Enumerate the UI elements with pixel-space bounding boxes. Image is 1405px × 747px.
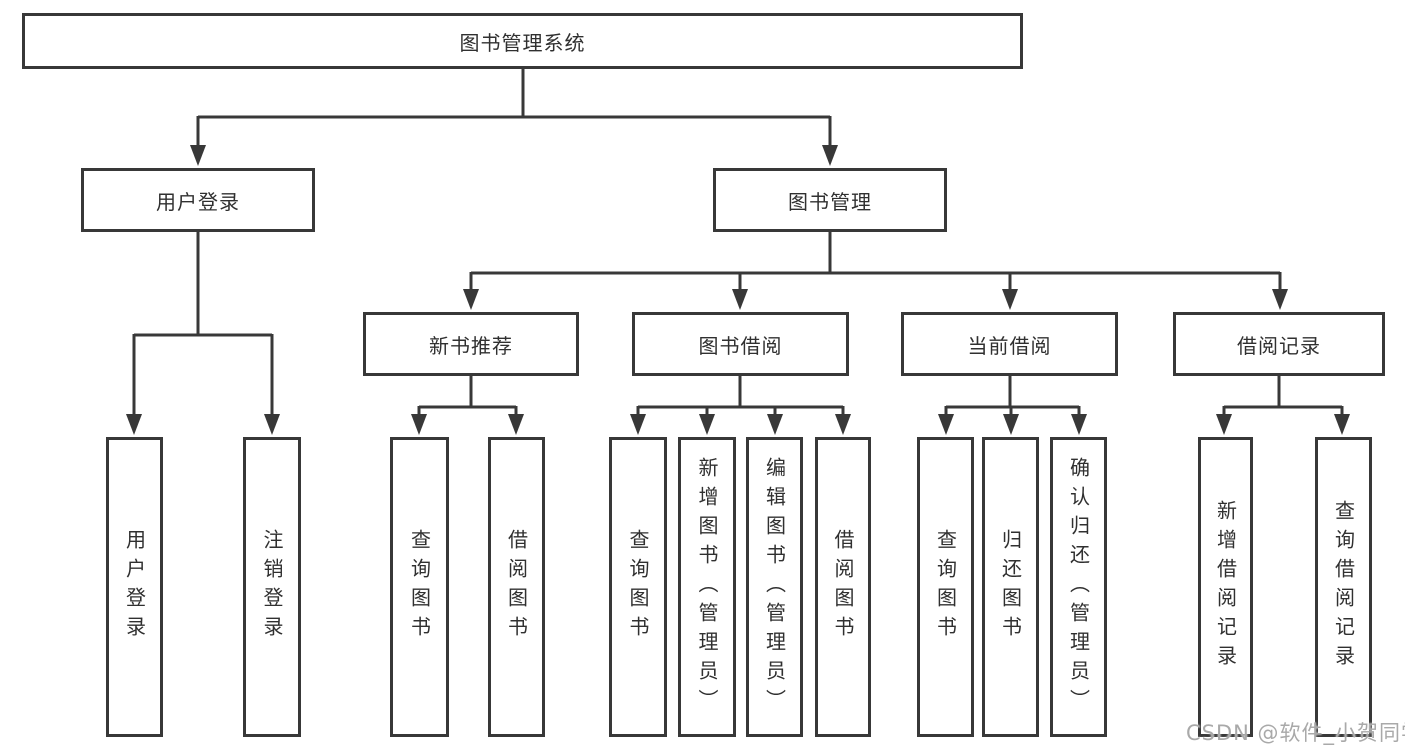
leaf-label: 注销登录	[260, 529, 284, 645]
leaf-logout: 注销登录	[243, 437, 301, 737]
leaf-label: 查询图书	[626, 529, 650, 645]
leaf-label: 查询借阅记录	[1331, 500, 1356, 674]
leaf-label: 新增图书（管理员）	[695, 456, 719, 718]
leaf-label: 借阅图书	[831, 529, 855, 645]
node-current-borrowing: 当前借阅	[901, 312, 1118, 376]
leaf-add-books-admin: 新增图书（管理员）	[678, 437, 736, 737]
leaf-label: 确认归还（管理员）	[1066, 456, 1091, 718]
arrowhead-icons	[126, 145, 1350, 435]
node-label: 借阅记录	[1237, 333, 1321, 358]
node-label: 图书管理系统	[459, 30, 586, 55]
leaf-return-books: 归还图书	[982, 437, 1039, 737]
leaf-label: 新增借阅记录	[1213, 500, 1238, 674]
leaf-query-books-borrowing: 查询图书	[609, 437, 667, 737]
node-borrowing-records: 借阅记录	[1173, 312, 1385, 376]
leaf-label: 编辑图书（管理员）	[762, 456, 787, 718]
leaf-query-books-current: 查询图书	[917, 437, 974, 737]
csdn-watermark: CSDN @软件_小贺同学	[1186, 721, 1405, 745]
node-user-login-group: 用户登录	[81, 168, 315, 232]
leaf-query-borrow-record: 查询借阅记录	[1315, 437, 1372, 737]
node-book-management: 图书管理	[713, 168, 947, 232]
leaf-label: 查询图书	[933, 529, 958, 645]
leaf-confirm-return-admin: 确认归还（管理员）	[1050, 437, 1107, 737]
node-library-management-system: 图书管理系统	[22, 13, 1023, 69]
node-label: 新书推荐	[429, 333, 513, 358]
leaf-label: 归还图书	[998, 529, 1023, 645]
leaf-label: 查询图书	[407, 529, 432, 645]
leaf-borrow-books-recommend: 借阅图书	[488, 437, 545, 737]
node-new-book-recommendation: 新书推荐	[363, 312, 579, 376]
leaf-query-books-recommend: 查询图书	[390, 437, 449, 737]
leaf-borrow-books: 借阅图书	[815, 437, 871, 737]
leaf-add-borrow-record: 新增借阅记录	[1198, 437, 1253, 737]
node-book-borrowing: 图书借阅	[632, 312, 849, 376]
node-label: 图书管理	[788, 189, 872, 214]
node-label: 图书借阅	[698, 333, 783, 358]
leaf-label: 用户登录	[122, 529, 147, 645]
node-label: 用户登录	[156, 189, 240, 214]
leaf-edit-books-admin: 编辑图书（管理员）	[746, 437, 803, 737]
node-label: 当前借阅	[967, 333, 1052, 358]
leaf-user-login: 用户登录	[106, 437, 163, 737]
leaf-label: 借阅图书	[504, 529, 529, 645]
